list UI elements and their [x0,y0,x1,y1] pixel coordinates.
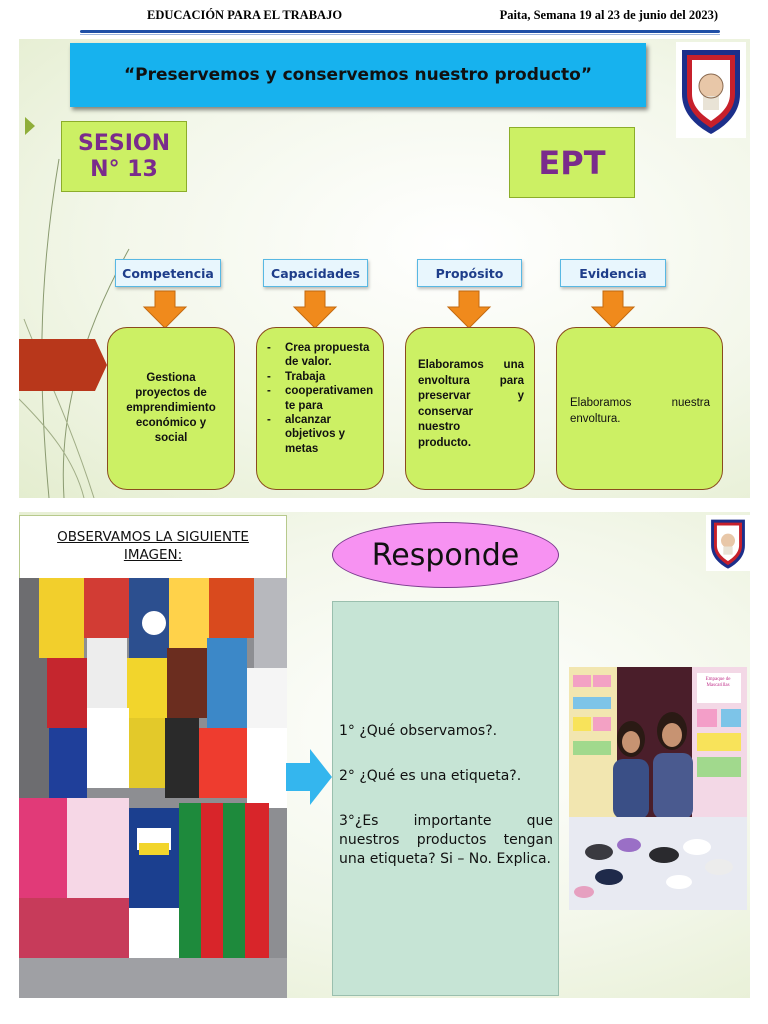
capacidad-line: Crea propuesta [285,342,370,354]
capacidad-line: Trabaja [285,370,326,383]
category-label: Evidencia [579,265,647,281]
category-label: Capacidades [271,265,360,281]
bullet: - [267,370,271,383]
competencia-line: social [154,431,188,444]
bullet [267,399,285,413]
evidencia-line: envoltura. [570,412,621,425]
ept-box: EPT [509,127,635,198]
category-proposito: Propósito [417,259,522,287]
students-masks-photo: Empaque de Mascarillas [569,667,747,910]
product-labels-photo [19,578,287,998]
questions-panel: 1° ¿Qué observamos?. 2° ¿Qué es una etiq… [332,601,559,996]
proposito-line: nuestro [418,421,461,434]
card-competencia: Gestiona proyectos de emprendimiento eco… [107,327,235,490]
capacidad-line: objetivos y [285,428,346,441]
right-arrow-icon [286,749,332,805]
proposito-line: producto. [418,436,472,449]
question-2: 2° ¿Qué es una etiqueta?. [339,768,522,784]
bullet [267,355,285,369]
category-evidencia: Evidencia [560,259,666,287]
observation-heading-line1: OBSERVAMOS LA SIGUIENTE [57,529,249,546]
category-competencia: Competencia [115,259,221,287]
header-subject: EDUCACIÓN PARA EL TRABAJO [147,8,343,22]
question-1: 1° ¿Qué observamos?. [339,723,498,739]
responde-label: Responde [371,537,520,573]
observation-heading-box: OBSERVAMOS LA SIGUIENTE IMAGEN: [19,515,287,579]
competencia-line: emprendimiento [126,402,216,415]
bullet [267,427,285,441]
header-divider-thin [80,34,720,35]
photo-caption: Empaque de Mascarillas [705,677,731,688]
competencia-line: Gestiona [146,372,196,385]
category-label: Propósito [435,265,504,281]
capacidad-line: de valor. [285,356,332,369]
capacidad-line: cooperativamen [285,385,374,398]
capacidad-line: alcanzar [285,413,332,426]
school-crest-logo [676,42,746,138]
evidencia-line: Elaboramos nuestra [570,397,710,409]
slide-session-overview: “Preservemos y conservemos nuestro produ… [19,39,750,498]
bullet: - [267,385,271,398]
card-evidencia: Elaboramos nuestra envoltura. [556,327,723,490]
slide-observation: OBSERVAMOS LA SIGUIENTE IMAGEN: [19,512,750,998]
card-capacidades: - Crea propuesta de valor. - Trabaja - coop… [256,327,384,490]
header-divider [80,30,720,33]
category-capacidades: Capacidades [263,259,368,287]
question-3: 3°¿Es importante que nuestros productos … [339,813,553,867]
capacidad-line: te para [285,399,323,412]
competencia-line: económico y [135,416,207,429]
decorative-background-lines [19,117,636,498]
bullet: - [267,342,271,354]
header-date: Paita, Semana 19 al 23 de junio del 2023… [499,8,718,22]
bullet [267,442,285,456]
session-number: N° 13 [90,156,158,182]
proposito-line: conservar [418,405,473,418]
school-crest-logo-small [706,515,750,571]
proposito-line: preservar y [418,390,524,403]
competencia-line: proyectos de [135,387,207,400]
bullet: - [267,413,271,426]
proposito-line: Elaboramos una [418,359,524,371]
proposito-line: envoltura para [418,374,524,387]
ept-label: EPT [538,143,606,182]
responde-bubble: Responde [332,522,559,588]
capacidad-line: metas [285,442,319,455]
slide-title-banner: “Preservemos y conservemos nuestro produ… [70,43,646,107]
category-label: Competencia [122,265,214,281]
slide-title: “Preservemos y conservemos nuestro produ… [123,65,593,85]
session-label: SESION [77,131,171,157]
observation-heading-line2: IMAGEN: [123,547,183,563]
card-proposito: Elaboramos una envoltura para preservar … [405,327,535,490]
session-number-box: SESION N° 13 [61,121,187,192]
